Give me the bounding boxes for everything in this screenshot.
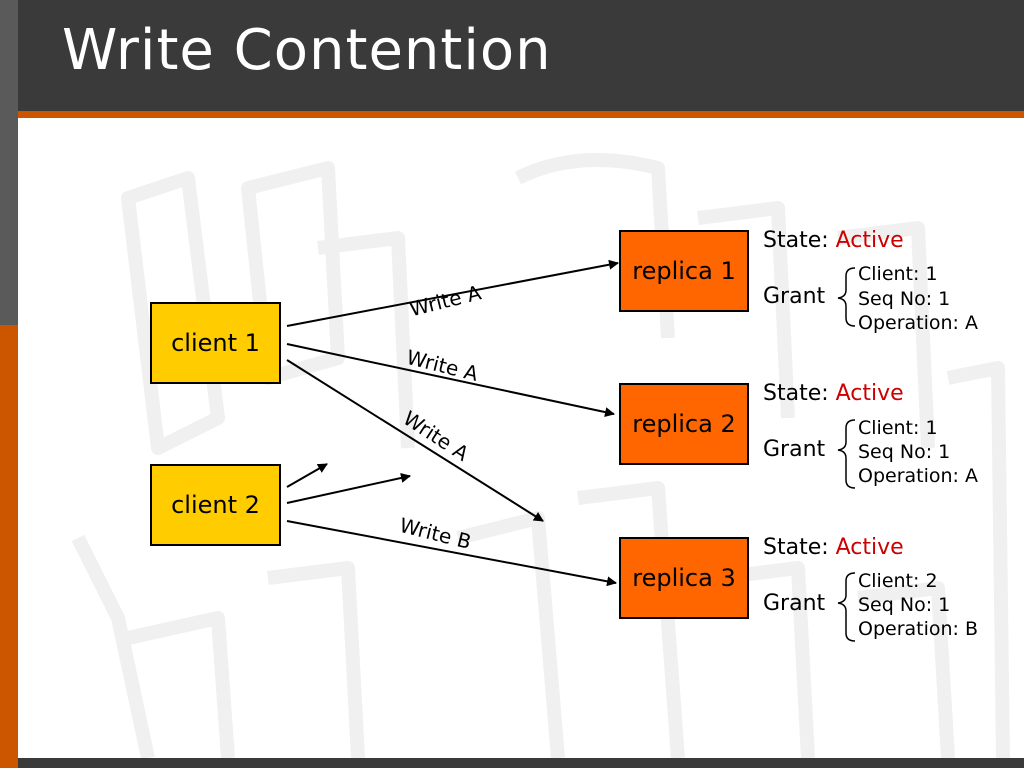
state-value: Active (835, 381, 904, 406)
replica-1-grant-label: Grant (763, 284, 826, 309)
edge-client1-diagonal (286, 359, 544, 522)
left-accent-strip-orange (0, 325, 18, 768)
replica-2-node: replica 2 (619, 383, 749, 465)
edge-client2-replica3 (286, 520, 617, 587)
client-1-node: client 1 (150, 302, 281, 384)
state-label: State: (763, 228, 836, 253)
replica-3-state: State: Active (763, 535, 904, 560)
replica-3-grant-client: Client: 2 (858, 570, 938, 592)
replica-1-grant-op: Operation: A (858, 312, 978, 334)
bottom-bar (18, 758, 1024, 768)
replica-3-grant-label: Grant (763, 591, 826, 616)
state-value: Active (835, 535, 904, 560)
replica-2-state: State: Active (763, 381, 904, 406)
state-label: State: (763, 381, 836, 406)
state-value: Active (835, 228, 904, 253)
replica-2-grant-client: Client: 1 (858, 417, 938, 439)
replica-3-grant-op: Operation: B (858, 618, 979, 640)
grant-brace-1 (837, 267, 856, 327)
edge-client1-replica2 (286, 343, 615, 418)
replica-3-grant-seq: Seq No: 1 (858, 594, 951, 616)
left-accent-strip-gray (0, 0, 18, 325)
replica-1-grant-seq: Seq No: 1 (858, 288, 951, 310)
edge-client2-short-2 (286, 473, 411, 504)
grant-brace-2 (837, 419, 856, 489)
client-2-node: client 2 (150, 464, 281, 546)
title-underline (18, 111, 1024, 118)
title-bar: Write Contention (18, 0, 1024, 111)
replica-2-grant-op: Operation: A (858, 465, 978, 487)
edge-client1-replica1 (286, 259, 619, 327)
replica-2-grant-label: Grant (763, 437, 826, 462)
replica-3-node: replica 3 (619, 537, 749, 619)
replica-1-node: replica 1 (619, 230, 749, 312)
slide-title: Write Contention (62, 18, 552, 83)
replica-1-state: State: Active (763, 228, 904, 253)
grant-brace-3 (837, 572, 856, 642)
replica-1-grant-client: Client: 1 (858, 263, 938, 285)
state-label: State: (763, 535, 836, 560)
edge-client2-short-1 (286, 463, 328, 488)
replica-2-grant-seq: Seq No: 1 (858, 441, 951, 463)
